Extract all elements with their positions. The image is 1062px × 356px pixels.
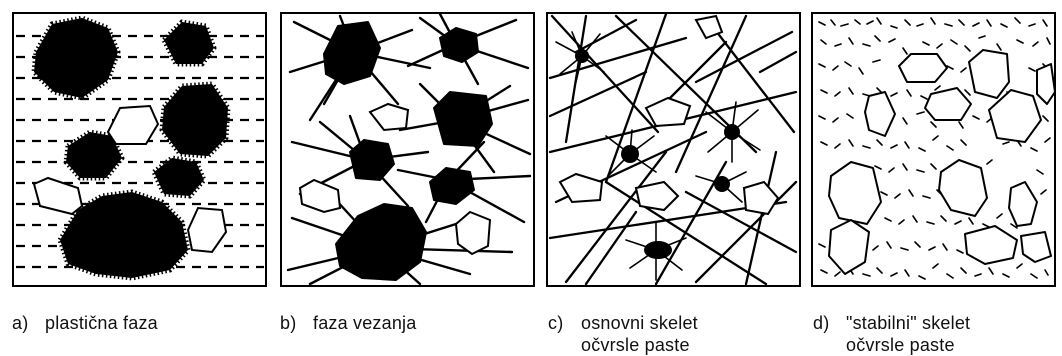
setting-phase-illustration xyxy=(280,12,535,287)
stable-skeleton-illustration xyxy=(811,12,1056,287)
caption-text: osnovni skelet xyxy=(581,313,698,333)
caption-text-line2: očvrsle paste xyxy=(813,334,970,356)
panel-stable-skeleton xyxy=(811,12,1062,287)
panel-plastic-phase xyxy=(12,12,267,287)
caption-text-line2: očvrsle paste xyxy=(548,334,698,356)
caption-tag: b) xyxy=(280,312,313,334)
caption-tag: a) xyxy=(12,312,45,334)
caption-stable-skeleton: d)"stabilni" skelet očvrsle paste xyxy=(813,312,970,356)
caption-text: "stabilni" skelet xyxy=(846,313,970,333)
caption-tag: d) xyxy=(813,312,846,334)
caption-basic-skeleton: c)osnovni skelet očvrsle paste xyxy=(548,312,698,356)
caption-plastic-phase: a)plastična faza xyxy=(12,312,158,334)
basic-skeleton-illustration xyxy=(546,12,801,287)
plastic-phase-illustration xyxy=(12,12,267,287)
panel-setting-phase xyxy=(280,12,535,287)
caption-setting-phase: b)faza vezanja xyxy=(280,312,416,334)
panel-basic-skeleton xyxy=(546,12,801,287)
caption-tag: c) xyxy=(548,312,581,334)
caption-text: plastična faza xyxy=(45,313,158,333)
caption-text: faza vezanja xyxy=(313,313,416,333)
